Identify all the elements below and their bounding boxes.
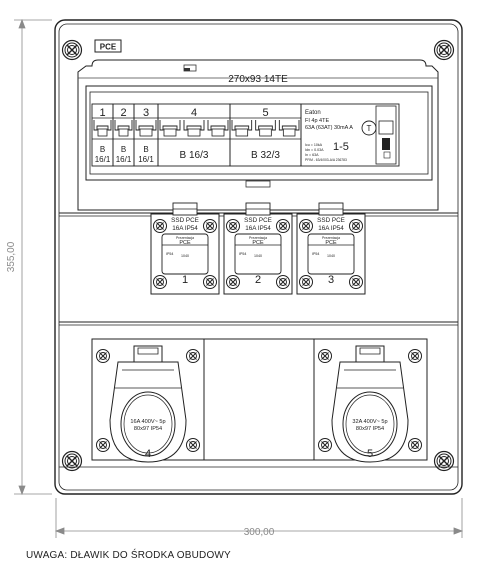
- rcd-model: FI 4p 4TE: [305, 118, 329, 124]
- socket-number: 1: [182, 274, 188, 286]
- socket-bolt-icon: [276, 275, 290, 289]
- socket-brand: PCE: [325, 240, 337, 246]
- socket-bolt-icon: [96, 438, 110, 452]
- socket-brand: PCE: [252, 240, 264, 246]
- corner-screw-icon: [61, 450, 83, 472]
- rcd-maker: Eaton: [305, 110, 321, 116]
- socket-ip: IP54: [166, 252, 173, 256]
- socket-bolt-icon: [299, 219, 313, 233]
- socket-ip: IP54: [312, 252, 319, 256]
- socket-brand: PCE: [179, 240, 191, 246]
- socket-number: 4: [145, 448, 151, 460]
- socket-bolt-icon: [318, 349, 332, 363]
- socket-rating: 16A IP54: [245, 225, 271, 232]
- socket-rating: 32A 400V~ 5p: [352, 419, 387, 425]
- breaker-module: 4 B 16/3: [157, 103, 231, 167]
- socket-bolt-icon: [203, 275, 217, 289]
- rcd-module: Eaton FI 4p 4TE 63A (63AT) 30mA A Icu = …: [300, 103, 400, 167]
- corner-screw-icon: [433, 450, 455, 472]
- rcd-spec-2: Idn = 0.03A: [305, 148, 324, 152]
- din-rail-label: 270x93 14TE: [228, 74, 288, 85]
- breaker-rating-type: B: [121, 145, 126, 154]
- socket-number: 5: [367, 448, 373, 460]
- width-dimension-label: 300,00: [244, 527, 275, 538]
- socket-bolt-icon: [153, 219, 167, 233]
- breaker-number: 2: [120, 107, 126, 119]
- installation-note: UWAGA: DŁAWIK DO ŚRODKA OBUDOWY: [26, 550, 231, 561]
- socket-bolt-icon: [226, 275, 240, 289]
- socket-caption: Prezentacja: [249, 236, 267, 240]
- top-panel-frame: [77, 59, 439, 211]
- breaker-rating-value: 16/1: [138, 155, 154, 164]
- corner-screw-icon: [61, 39, 83, 61]
- socket-caption: Prezentacja: [176, 236, 194, 240]
- svg-text:T: T: [367, 124, 372, 133]
- socket-bolt-icon: [276, 219, 290, 233]
- socket-bolt-icon: [408, 349, 422, 363]
- breaker-rating-type: B: [100, 145, 105, 154]
- socket-bolt-icon: [349, 275, 363, 289]
- socket-bolt-icon: [203, 219, 217, 233]
- socket-code: 1040: [254, 254, 262, 258]
- breaker-rating-value: 16/1: [95, 155, 111, 164]
- breaker-rating-value: 16/1: [116, 155, 132, 164]
- socket-number: 3: [328, 274, 334, 286]
- height-dimension-label: 355,00: [6, 241, 17, 272]
- socket-rating: 16A 400V~ 5p: [130, 419, 165, 425]
- socket-bolt-icon: [96, 349, 110, 363]
- socket-ip: IP54: [239, 252, 246, 256]
- breaker-number: 5: [262, 107, 268, 119]
- socket-spec: 80x97 IP54: [134, 426, 162, 432]
- breaker-number: 1: [99, 107, 105, 119]
- socket-bolt-icon: [186, 438, 200, 452]
- socket-spec: 80x97 IP54: [356, 426, 384, 432]
- rcd-spec-3: In = 63A: [305, 153, 319, 157]
- rcd-rating: 63A (63AT) 30mA A: [305, 125, 353, 131]
- enclosure-inner: [58, 23, 459, 491]
- socket-bolt-icon: [349, 219, 363, 233]
- socket-caption: Prezentacja: [322, 236, 340, 240]
- socket-code: 1040: [181, 254, 189, 258]
- breaker-rating-type: B: [143, 145, 148, 154]
- rcd-toggle: [375, 105, 397, 165]
- socket-bolt-icon: [408, 438, 422, 452]
- rcd-spec-4: PFIM - 63/4/003-A/A 236783: [305, 158, 347, 162]
- socket-title: SSD PCE: [171, 217, 199, 224]
- width-dimension: [54, 498, 464, 538]
- breaker-number: 3: [143, 107, 149, 119]
- socket-bolt-icon: [299, 275, 313, 289]
- socket-bolt-icon: [153, 275, 167, 289]
- socket-number: 2: [255, 274, 261, 286]
- breaker-rating: B 32/3: [251, 150, 280, 161]
- socket-title: SSD PCE: [317, 217, 345, 224]
- rcd-circuits-label: 1-5: [333, 141, 349, 153]
- rcd-spec-1: Icu = 10kA: [305, 143, 323, 147]
- breaker-number: 4: [191, 107, 197, 119]
- brand-logo: [94, 39, 122, 53]
- socket-bolt-icon: [226, 219, 240, 233]
- corner-screw-icon: [433, 39, 455, 61]
- socket-code: 1040: [327, 254, 335, 258]
- socket-rating: 16A IP54: [172, 225, 198, 232]
- socket-title: SSD PCE: [244, 217, 272, 224]
- socket-bolt-icon: [186, 349, 200, 363]
- brand-logo-text: PCE: [100, 43, 117, 52]
- breaker-rating: B 16/3: [180, 150, 209, 161]
- socket-bolt-icon: [318, 438, 332, 452]
- socket-rating: 16A IP54: [318, 225, 344, 232]
- height-dimension: [14, 18, 52, 496]
